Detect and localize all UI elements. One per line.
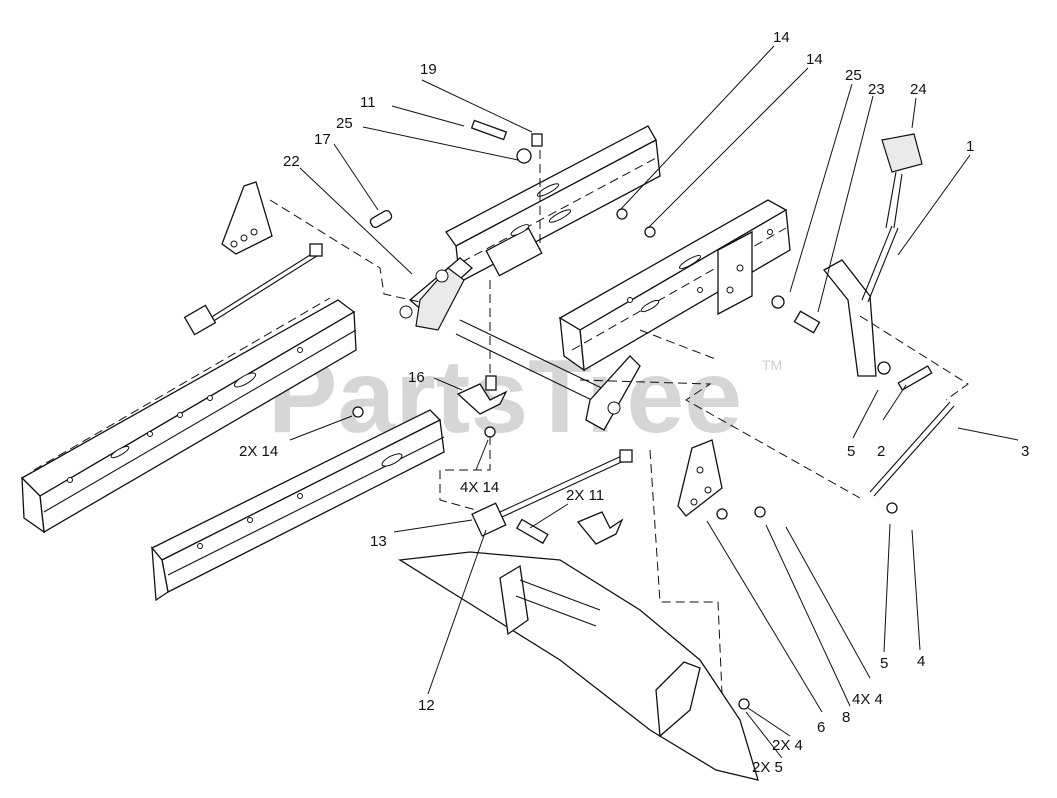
watermark-trademark: TM <box>762 357 782 373</box>
callout-22: 22 <box>283 153 300 170</box>
callout-6: 6 <box>817 719 825 736</box>
callout-4: 4 <box>917 653 925 670</box>
callout-11: 11 <box>360 94 376 111</box>
clip-11 <box>576 511 624 545</box>
callout-14-upper: 14 <box>773 29 790 46</box>
callout-5-upper: 5 <box>847 443 855 460</box>
callout-4x4: 4X 4 <box>852 691 883 708</box>
callout-labels: 1 2 3 4 5 5 6 8 4X 4 2X 4 2X 5 11 2X 11 … <box>239 29 1029 776</box>
lower-left-rail <box>150 409 445 602</box>
hardware <box>352 119 955 710</box>
callout-3: 3 <box>1021 443 1029 460</box>
callout-2x11: 2X 11 <box>566 487 604 504</box>
callout-13: 13 <box>370 533 387 550</box>
clip-16 <box>456 375 508 415</box>
callout-2x14: 2X 14 <box>239 443 278 460</box>
callout-2x5: 2X 5 <box>752 759 783 776</box>
left-link-rod <box>183 243 323 336</box>
callout-19: 19 <box>420 61 437 78</box>
lift-bracket <box>677 439 723 517</box>
callout-5-lower: 5 <box>880 655 888 672</box>
cross-shaft <box>399 257 641 431</box>
callout-25-left: 25 <box>336 115 353 132</box>
callout-17: 17 <box>314 131 331 148</box>
assembly-lines <box>269 150 969 695</box>
callout-2x4: 2X 4 <box>772 737 803 754</box>
callout-1: 1 <box>966 138 974 155</box>
callout-4x14: 4X 14 <box>460 479 499 496</box>
leader-lines <box>289 45 1019 759</box>
left-frame-rail <box>20 297 357 534</box>
callout-16: 16 <box>408 369 425 386</box>
bellcrank-left <box>221 181 273 255</box>
lift-lever <box>823 133 923 377</box>
center-link-rod <box>471 449 633 545</box>
callout-8: 8 <box>842 709 850 726</box>
callout-2: 2 <box>877 443 885 460</box>
deck-arm <box>398 551 759 781</box>
callout-12: 12 <box>418 697 435 714</box>
callout-23: 23 <box>868 81 885 98</box>
upper-center-rail <box>445 125 661 284</box>
callout-24: 24 <box>910 81 927 98</box>
callout-14-lower: 14 <box>806 51 823 68</box>
right-frame-rail <box>558 199 791 372</box>
callout-25-right: 25 <box>845 67 862 84</box>
